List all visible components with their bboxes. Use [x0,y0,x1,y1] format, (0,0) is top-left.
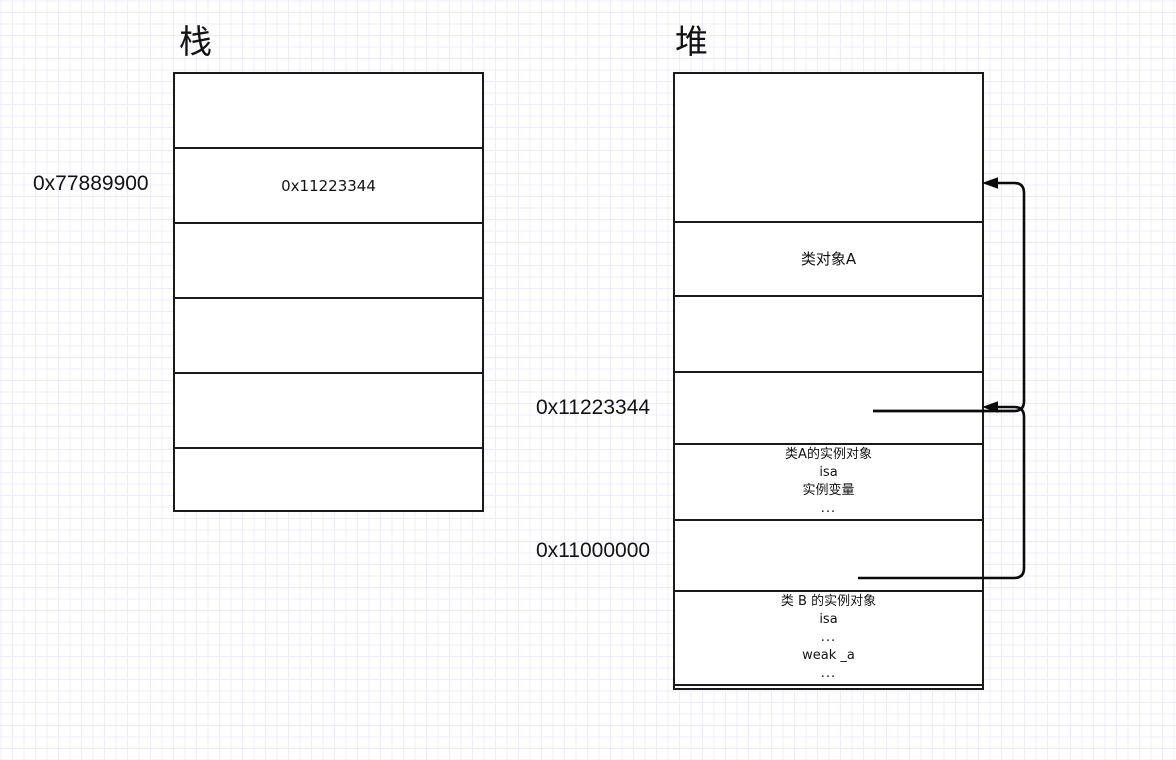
heap-address-label-instance-b: 0x11000000 [536,539,651,562]
stack-cell-empty-4 [175,372,482,447]
instance-b-weak-a: weak _a [802,648,855,663]
heap-column-title: 堆 [675,22,708,61]
instance-b-ellipsis-2: ... [820,666,837,681]
stack-cell-pointer-value: 0x11223344 [281,176,376,195]
stack-cell-pointer: 0x11223344 [175,147,482,222]
heap-address-label-instance-a: 0x11223344 [536,396,651,419]
heap-cell-instance-b: 类 B 的实例对象 isa ... weak _a ... [675,590,982,684]
heap-cell-instance-a: 类A的实例对象 isa 实例变量 ... [675,443,982,519]
heap-cell-empty-5 [675,519,982,590]
stack-cell-empty-2 [175,222,482,297]
heap-cell-class-object-a: 类对象A [675,221,982,295]
instance-a-ivar: 实例变量 [802,483,855,498]
instance-a-isa: isa [819,465,838,480]
stack-memory-column: 0x11223344 [173,72,484,512]
instance-b-title: 类 B 的实例对象 [780,594,877,609]
instance-a-title: 类A的实例对象 [785,447,872,462]
stack-column-title: 栈 [179,22,212,61]
stack-address-label: 0x77889900 [33,172,149,195]
stack-cell-empty-3 [175,297,482,372]
heap-cell-empty-3 [675,371,982,443]
heap-cell-empty-0 [675,74,982,221]
heap-cell-empty-7 [675,684,982,688]
heap-memory-column: 类对象A 类A的实例对象 isa 实例变量 ... 类 B 的实例对象 isa … [673,72,984,690]
heap-class-object-a-label: 类对象A [800,250,857,268]
instance-b-isa: isa [819,612,838,627]
instance-b-ellipsis-1: ... [820,630,837,645]
stack-cell-empty-0 [175,74,482,147]
stack-cell-empty-5 [175,447,482,510]
heap-cell-empty-2 [675,295,982,371]
instance-a-ellipsis: ... [820,501,837,516]
